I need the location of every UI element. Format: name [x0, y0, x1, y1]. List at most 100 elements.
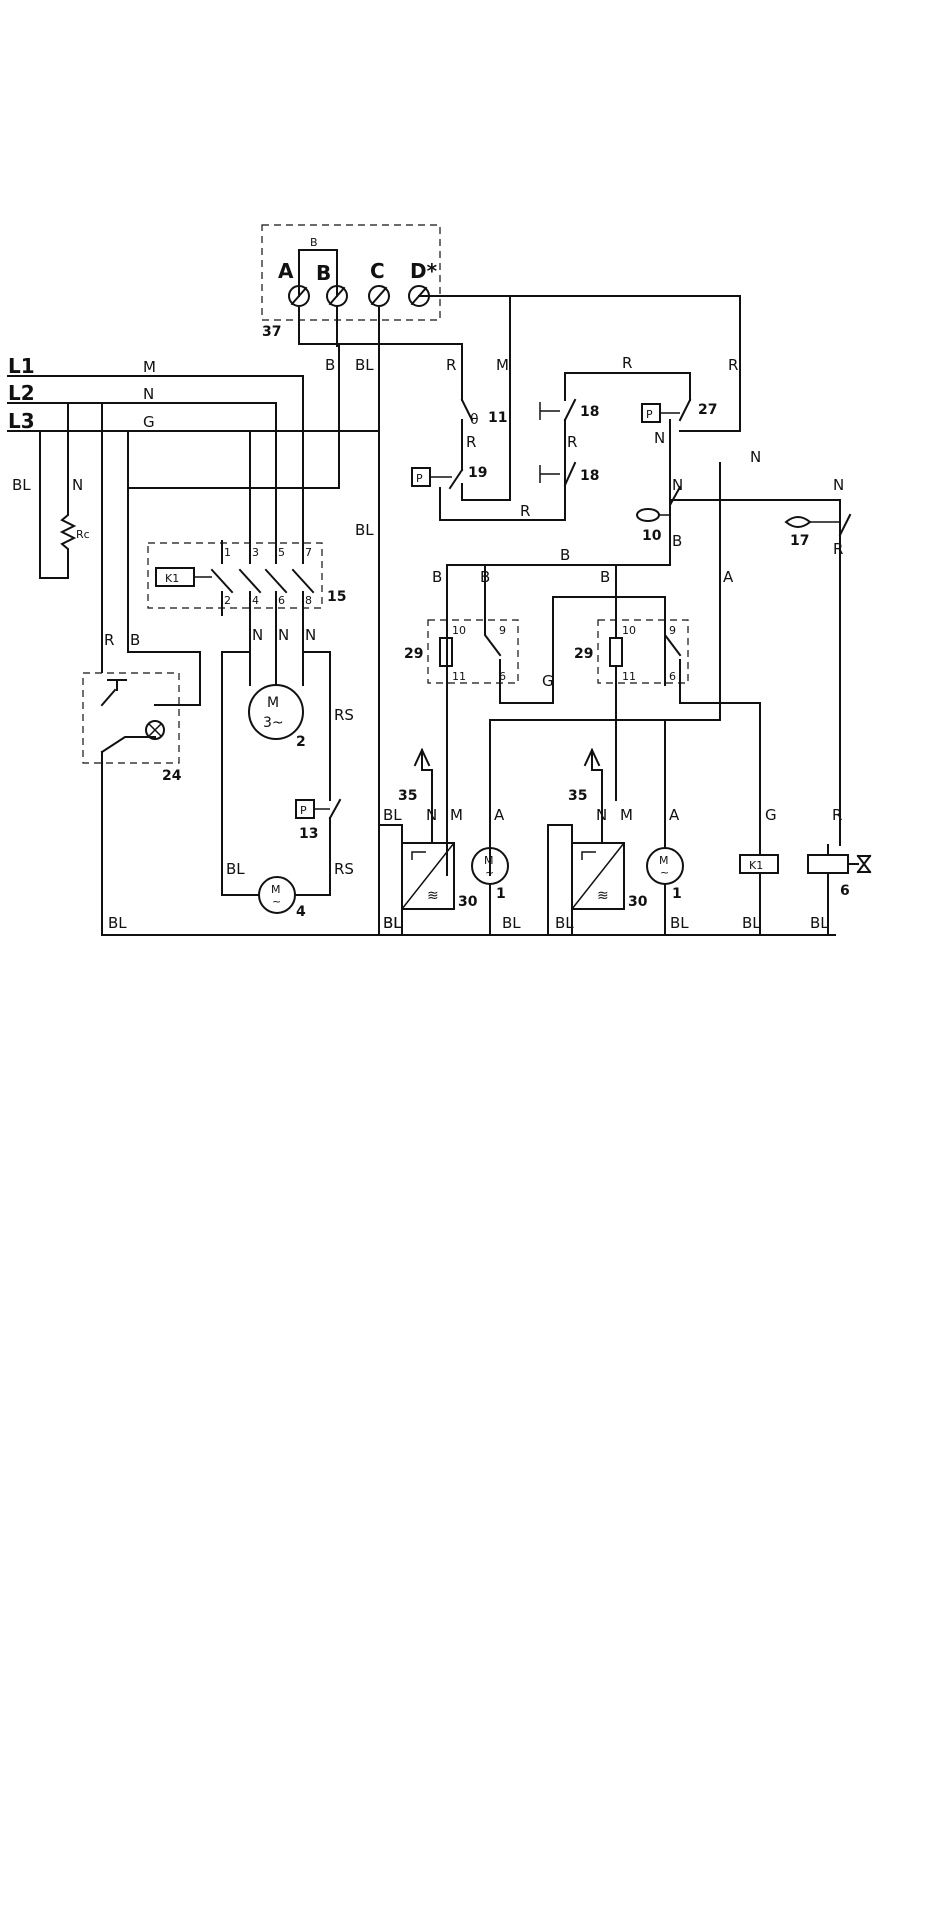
wire-label-n: N — [426, 806, 437, 824]
component-24-box — [83, 673, 179, 763]
pin-2: 2 — [224, 594, 231, 607]
heater-30-left-symbol: ≋ — [427, 888, 439, 904]
wire-label-b: B — [672, 532, 682, 550]
component-18-label: 18 — [580, 404, 599, 420]
resistor-rc-label: Rc — [76, 528, 90, 541]
wire-label-bl: BL — [226, 860, 245, 878]
wire-label-b: B — [432, 568, 442, 586]
component-30-label: 30 — [628, 894, 648, 910]
wire-label-n: N — [672, 476, 683, 494]
wire-label-n: N — [833, 476, 844, 494]
timer-pin-10: 10 — [622, 624, 636, 637]
wire-label-n: N — [72, 476, 83, 494]
wire-label-a: A — [669, 806, 680, 824]
wire-label-bl: BL — [810, 914, 829, 932]
wire-label-bl: BL — [502, 914, 521, 932]
wire-bl-30-left — [379, 825, 402, 843]
component-17-label: 17 — [790, 533, 809, 549]
switch-19 — [440, 463, 565, 520]
component-19-label: 19 — [468, 465, 487, 481]
wire-label-b: B — [310, 236, 318, 249]
wire-label-n: N — [278, 626, 289, 644]
wire-label-bl: BL — [12, 476, 31, 494]
wire-label-rs: RS — [334, 860, 354, 878]
timer-pin-6: 6 — [499, 670, 506, 683]
wire-label-bl: BL — [355, 521, 374, 539]
relay-k1-label: K1 — [749, 859, 763, 872]
wire-label-rs: RS — [334, 706, 354, 724]
timer-pin-9: 9 — [499, 624, 506, 637]
component-6-label: 6 — [840, 883, 850, 899]
component-29-label: 29 — [404, 646, 423, 662]
wire-label-n: N — [750, 448, 761, 466]
wire-label-bl: BL — [355, 356, 374, 374]
wire-label-r: R — [832, 806, 842, 824]
switches-18 — [565, 373, 575, 485]
wire-label-m: M — [496, 356, 509, 374]
thermostat-11-symbol: θ — [470, 412, 479, 428]
wire-motor-2 — [250, 640, 303, 685]
timer-pin-9: 9 — [669, 624, 676, 637]
pin-8: 8 — [305, 594, 312, 607]
float-17 — [786, 517, 810, 527]
wire-label-g: G — [765, 806, 777, 824]
wire-label-r: R — [622, 354, 632, 372]
pressure-symbol: P — [300, 804, 307, 817]
switch-18-actuators — [540, 402, 560, 483]
wire-label-m: M — [143, 358, 156, 376]
heater-30-right-symbol: ≋ — [597, 888, 609, 904]
timer-29-switch-left — [485, 565, 665, 703]
motor-2-phase: 3~ — [263, 715, 284, 731]
pin-3: 3 — [252, 546, 259, 559]
component-10-label: 10 — [642, 528, 662, 544]
component-35-label: 35 — [568, 788, 587, 804]
component-30-label: 30 — [458, 894, 478, 910]
wire-label-m: M — [450, 806, 463, 824]
switch-27 — [670, 400, 840, 535]
component-13-label: 13 — [299, 826, 318, 842]
component-27-label: 27 — [698, 402, 717, 418]
motor-1-left-ac: ~ — [485, 866, 494, 879]
connector-35-right — [585, 750, 602, 770]
line-l1-label: L1 — [8, 354, 35, 378]
solenoid-valve-6 — [808, 855, 848, 873]
component-1-label: 1 — [672, 886, 682, 902]
terminal-screws — [289, 286, 429, 306]
component-37-label: 37 — [262, 324, 281, 340]
wire-b-left — [128, 346, 339, 488]
pin-4: 4 — [252, 594, 259, 607]
wire-label-bl: BL — [108, 914, 127, 932]
wire-label-n: N — [143, 385, 154, 403]
wire-label-bl: BL — [383, 806, 402, 824]
timer-pin-11: 11 — [622, 670, 636, 683]
wire-label-a: A — [494, 806, 505, 824]
wire-label-n: N — [654, 429, 665, 447]
pin-7: 7 — [305, 546, 312, 559]
wire-label-bl: BL — [383, 914, 402, 932]
wire-label-r: R — [520, 502, 530, 520]
wire-label-b: B — [560, 546, 570, 564]
wire-label-r: R — [567, 433, 577, 451]
float-10 — [637, 509, 659, 521]
wire-label-r: R — [466, 433, 476, 451]
timer-29-switch-right — [665, 620, 760, 703]
component-1-label: 1 — [496, 886, 506, 902]
terminal-label-d: D* — [410, 259, 438, 283]
motor-1-right-ac: ~ — [660, 866, 669, 879]
wire-label-g: G — [542, 672, 554, 690]
pressure-symbol: P — [646, 408, 653, 421]
wire-label-b: B — [600, 568, 610, 586]
pressure-symbol: P — [416, 472, 423, 485]
wire-label-b: B — [325, 356, 335, 374]
timer-pin-6: 6 — [669, 670, 676, 683]
component-24-label: 24 — [162, 768, 182, 784]
valve-6-symbol — [848, 856, 870, 872]
component-11-label: 11 — [488, 410, 507, 426]
relay-k1-label: K1 — [165, 572, 179, 585]
wire-label-bl: BL — [670, 914, 689, 932]
connector-35-left — [415, 750, 432, 770]
line-l3-label: L3 — [8, 409, 35, 433]
motor-4-ac: ~ — [272, 895, 281, 908]
line-l2-label: L2 — [8, 381, 35, 405]
wire-label-b: B — [130, 631, 140, 649]
